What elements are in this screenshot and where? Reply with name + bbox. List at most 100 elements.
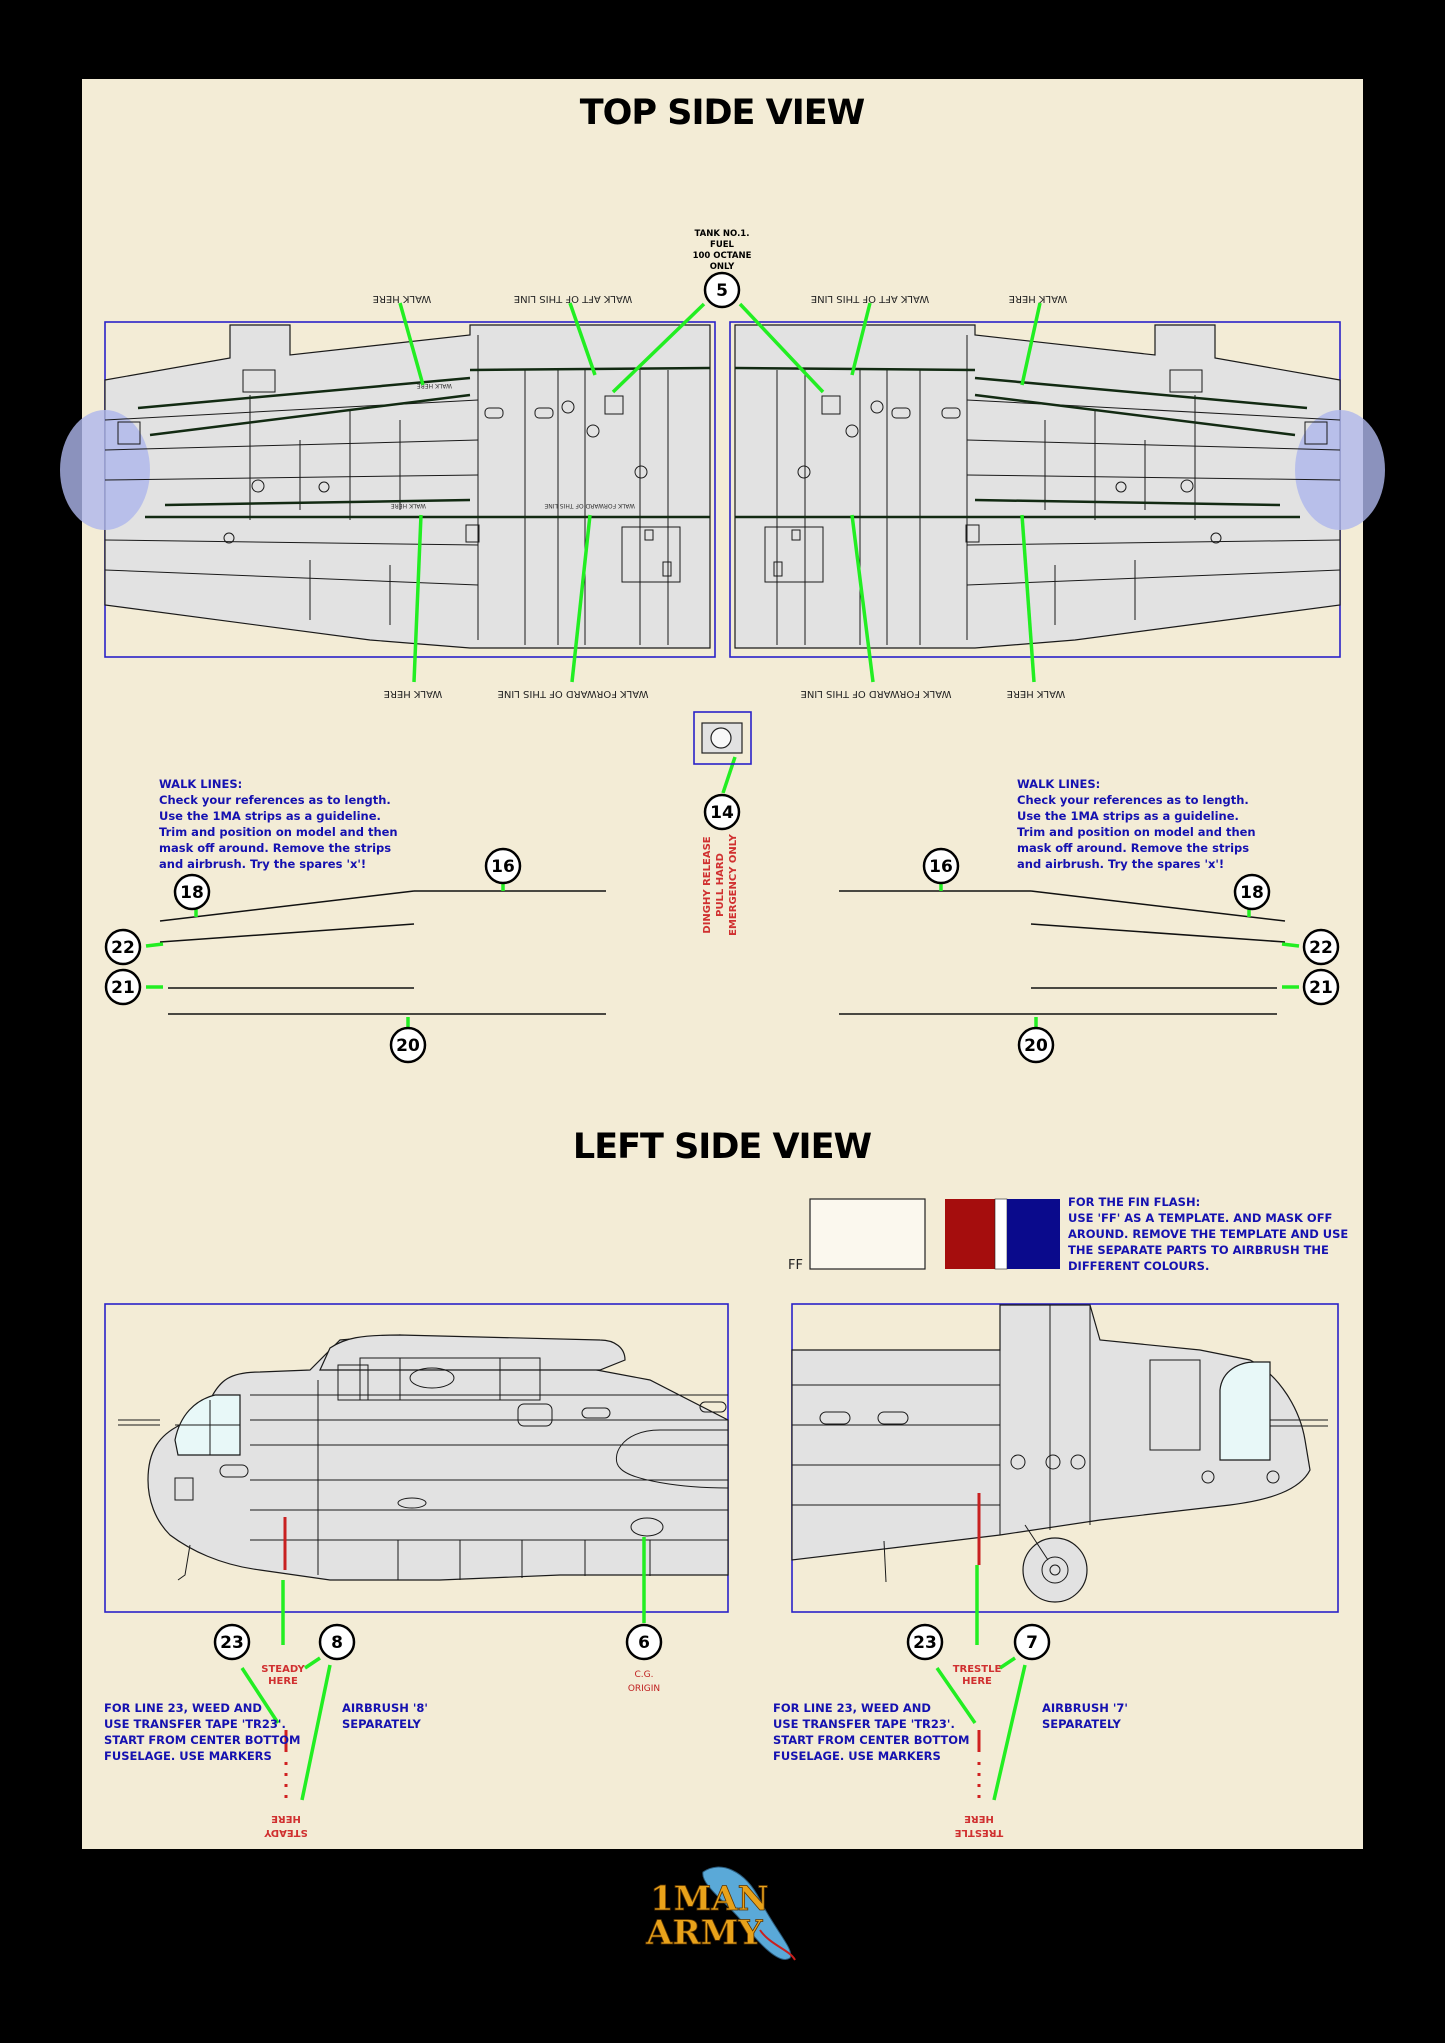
svg-text:FOR LINE 23, WEED AND: FOR LINE 23, WEED AND [104, 1701, 262, 1715]
svg-text:TRESTLE: TRESTLE [953, 1664, 1002, 1675]
walk-aft-label: WALK AFT OF THIS LINE [811, 293, 929, 304]
svg-text:and airbrush. Try the spares ': and airbrush. Try the spares 'x'! [1017, 857, 1224, 871]
callout-14 [703, 793, 741, 831]
callout-16 [484, 847, 522, 885]
callout-23-number: 23 [913, 1633, 937, 1653]
svg-text:EMERGENCY ONLY: EMERGENCY ONLY [728, 833, 739, 935]
forward-fuselage-side [104, 1303, 729, 1613]
svg-text:USE TRANSFER TAPE 'TR23'.: USE TRANSFER TAPE 'TR23'. [104, 1717, 286, 1731]
svg-text:WALK LINES:: WALK LINES: [159, 777, 242, 791]
svg-text:HERE: HERE [962, 1676, 992, 1687]
svg-text:AIRBRUSH '7': AIRBRUSH '7' [1042, 1701, 1128, 1715]
top-view-title: TOP SIDE VIEW [580, 93, 865, 133]
trestle-here-label: TRESTLE HERE [953, 1664, 1002, 1687]
svg-text:USE 'FF' AS A TEMPLATE. AND MA: USE 'FF' AS A TEMPLATE. AND MASK OFF [1068, 1211, 1332, 1225]
callout-21 [104, 968, 142, 1006]
steady-here-label-inverted: HERE STEADY [264, 1813, 308, 1838]
callout-22 [1302, 928, 1340, 966]
svg-text:and airbrush. Try the spares ': and airbrush. Try the spares 'x'! [159, 857, 366, 871]
callout-18 [1233, 873, 1271, 911]
callout-22-number: 22 [1309, 938, 1333, 958]
top-view-leaders [398, 302, 1042, 794]
svg-text:HERE: HERE [271, 1813, 301, 1824]
callout-20-number: 20 [396, 1036, 420, 1056]
callout-18-number: 18 [1240, 883, 1264, 903]
svg-text:FUSELAGE. USE MARKERS: FUSELAGE. USE MARKERS [104, 1749, 272, 1763]
walk-here-label: WALK HERE [1007, 688, 1066, 699]
line23-note-left: FOR LINE 23, WEED AND USE TRANSFER TAPE … [104, 1701, 300, 1763]
walk-strips-left [145, 884, 606, 1027]
callout-20 [1017, 1026, 1055, 1064]
callout-23-number: 23 [220, 1633, 244, 1653]
svg-text:AROUND. REMOVE THE TEMPLATE AN: AROUND. REMOVE THE TEMPLATE AND USE [1068, 1227, 1348, 1241]
svg-text:SEPARATELY: SEPARATELY [1042, 1717, 1122, 1731]
cg-origin-label: C.G. ORIGIN [628, 1670, 660, 1694]
fin-flash-note: FOR THE FIN FLASH: USE 'FF' AS A TEMPLAT… [1068, 1195, 1348, 1273]
svg-text:WALK FORWARD OF THIS LINE: WALK FORWARD OF THIS LINE [544, 502, 635, 509]
svg-text:SEPARATELY: SEPARATELY [342, 1717, 422, 1731]
svg-text:HERE: HERE [268, 1676, 298, 1687]
callout-23 [906, 1623, 944, 1661]
tank-label: TANK NO.1. FUEL 100 OCTANE ONLY [693, 229, 752, 272]
callout-8 [318, 1623, 356, 1661]
svg-text:DIFFERENT COLOURS.: DIFFERENT COLOURS. [1068, 1259, 1209, 1273]
callout-22-number: 22 [111, 938, 135, 958]
side-view-leaders [240, 1537, 1027, 1801]
callout-6-number: 6 [638, 1633, 650, 1653]
walk-forward-label: WALK FORWARD OF THIS LINE [498, 688, 649, 699]
walk-strips-right [839, 884, 1300, 1027]
1man-army-logo: 1MAN ARMY [645, 1866, 796, 1961]
svg-text:FUSELAGE. USE MARKERS: FUSELAGE. USE MARKERS [773, 1749, 941, 1763]
walk-lines-note-left: WALK LINES: Check your references as to … [159, 777, 398, 871]
walk-forward-label: WALK FORWARD OF THIS LINE [801, 688, 952, 699]
left-wing-top: WALK HERE WALK HERE WALK FORWARD OF THIS… [60, 321, 716, 658]
svg-text:HERE: HERE [964, 1813, 994, 1824]
fin-flash-label: FF [788, 1258, 803, 1273]
svg-text:Check your references as to le: Check your references as to length. [159, 793, 391, 807]
svg-text:WALK HERE: WALK HERE [417, 382, 452, 389]
walk-here-label: WALK HERE [1009, 293, 1068, 304]
fin-flash-white [994, 1198, 1008, 1270]
callout-7 [1013, 1623, 1051, 1661]
svg-text:START FROM CENTER BOTTOM: START FROM CENTER BOTTOM [104, 1733, 300, 1747]
fin-flash: FF [788, 1198, 1060, 1273]
trestle-here-label-inverted: HERE TRESTLE [955, 1813, 1004, 1838]
svg-text:ONLY: ONLY [710, 262, 735, 272]
callout-20 [389, 1026, 427, 1064]
svg-text:AIRBRUSH '8': AIRBRUSH '8' [342, 1701, 428, 1715]
svg-text:100 OCTANE: 100 OCTANE [693, 251, 752, 261]
svg-text:Use the 1MA strips as a guidel: Use the 1MA strips as a guideline. [159, 809, 381, 823]
left-view-title: LEFT SIDE VIEW [573, 1127, 872, 1167]
svg-text:FOR LINE 23, WEED AND: FOR LINE 23, WEED AND [773, 1701, 931, 1715]
svg-text:mask off around. Remove the st: mask off around. Remove the strips [159, 841, 391, 855]
svg-text:mask off around. Remove the st: mask off around. Remove the strips [1017, 841, 1249, 855]
dinghy-release-label: DINGHY RELEASE PULL HARD EMERGENCY ONLY [702, 833, 739, 935]
callout-16-number: 16 [929, 857, 953, 877]
svg-text:STEADY: STEADY [261, 1664, 305, 1675]
callout-16 [922, 847, 960, 885]
svg-text:ORIGIN: ORIGIN [628, 1684, 660, 1694]
fin-flash-blue [1007, 1199, 1060, 1269]
fin-flash-template [809, 1198, 926, 1270]
callout-5 [703, 271, 741, 309]
callout-23 [213, 1623, 251, 1661]
logo-line2: ARMY [645, 1913, 763, 1953]
callout-21 [1302, 968, 1340, 1006]
svg-text:Check your references as to le: Check your references as to length. [1017, 793, 1249, 807]
dinghy-hatch [693, 711, 752, 765]
callout-21-number: 21 [111, 978, 135, 998]
walk-here-label: WALK HERE [373, 293, 432, 304]
callout-21-number: 21 [1309, 978, 1333, 998]
svg-text:Trim and position on model and: Trim and position on model and then [159, 825, 398, 839]
callout-8-number: 8 [331, 1633, 343, 1653]
callout-18 [173, 873, 211, 911]
walk-aft-label: WALK AFT OF THIS LINE [514, 293, 632, 304]
svg-text:PULL HARD: PULL HARD [715, 853, 726, 917]
svg-text:FOR THE FIN FLASH:: FOR THE FIN FLASH: [1068, 1195, 1200, 1209]
callout-20-number: 20 [1024, 1036, 1048, 1056]
svg-text:Trim and position on model and: Trim and position on model and then [1017, 825, 1256, 839]
svg-text:TRESTLE: TRESTLE [955, 1827, 1004, 1838]
svg-text:Use the 1MA strips as a guidel: Use the 1MA strips as a guideline. [1017, 809, 1239, 823]
callout-22 [104, 928, 142, 966]
